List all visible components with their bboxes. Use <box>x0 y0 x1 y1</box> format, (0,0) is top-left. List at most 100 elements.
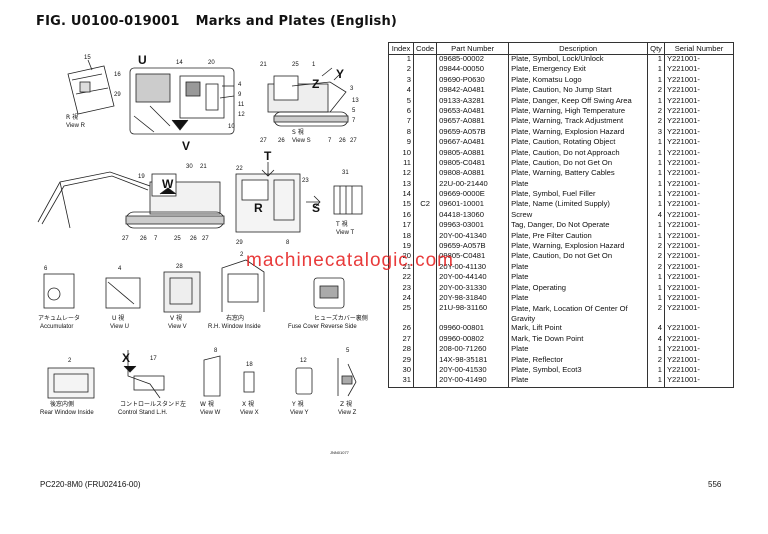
cell-index-text: 2 <box>406 64 411 74</box>
view-s-drawing: Z Y 21 25 1 3 13 5 7 27 26 7 26 27 S 視 V… <box>260 62 359 144</box>
rh-window-jp-label: 右窓内 <box>226 314 244 322</box>
cell-index: 10 <box>388 148 414 159</box>
cell-part-number: 09685-00002 <box>436 54 509 66</box>
col-part-number-header: Part Number <box>436 42 510 55</box>
cell-qty: 1 <box>647 179 665 191</box>
cell-part-number-text: 09844-00050 <box>439 64 484 74</box>
view-w-jp-label: W 視 <box>200 400 214 408</box>
cell-description-text: Plate, Symbol, Lock/Unlock <box>511 54 604 63</box>
cell-index-text: 27 <box>402 333 411 343</box>
cell-qty-text: 1 <box>657 282 662 292</box>
cell-part-number: 09653-A0481 <box>436 107 509 118</box>
cell-code <box>412 304 437 325</box>
cell-serial-number: Y221001- <box>663 323 734 335</box>
rear-view-drawing: T R S 22 23 29 8 31 T 視 View T <box>235 149 363 246</box>
control-stand-label: Control Stand L.H. <box>118 410 168 416</box>
cell-code <box>412 324 437 335</box>
figure-number: FIG. U0100-019001 <box>36 14 180 29</box>
cell-code <box>412 210 437 222</box>
cell-serial-number: Y221001- <box>663 273 734 284</box>
cell-qty: 2 <box>647 252 665 263</box>
cell-serial-number: Y221001- <box>663 96 734 107</box>
cell-qty: 2 <box>647 107 665 118</box>
cell-code <box>412 54 437 66</box>
cell-description: Plate, Emergency Exit <box>508 65 648 76</box>
cell-qty: 1 <box>647 345 665 356</box>
cell-index-text: 16 <box>402 209 411 219</box>
view-t-label: View T <box>336 230 354 236</box>
cell-qty: 1 <box>647 221 665 232</box>
cell-index-text: 28 <box>402 344 411 354</box>
cell-qty: 2 <box>647 242 665 253</box>
cell-qty-text: 4 <box>657 333 662 343</box>
callout-6: 6 <box>44 266 48 272</box>
cell-qty: 1 <box>647 190 665 201</box>
cell-index: 20 <box>388 252 414 263</box>
cell-code <box>412 242 437 253</box>
callout-2-b: 2 <box>68 358 72 364</box>
cell-description: Plate, Warning, Battery Cables <box>508 169 648 180</box>
cell-part-number-text: 09690-P0630 <box>439 74 485 84</box>
cell-code <box>412 96 437 107</box>
cell-serial-number: Y221001- <box>663 54 734 66</box>
cell-code <box>412 365 437 377</box>
cell-part-number: 09690-P0630 <box>436 74 509 87</box>
cell-qty: 2 <box>647 117 665 128</box>
cell-serial-number-text: Y221001- <box>666 85 700 95</box>
cell-serial-number-text: Y221001- <box>666 147 700 157</box>
cell-index-text: 1 <box>406 54 411 63</box>
cell-part-number-text: 04418-13060 <box>439 209 484 219</box>
cell-description: Plate, Caution, Do not Get On <box>508 159 648 170</box>
cell-part-number: 09805-C0481 <box>436 252 509 263</box>
cell-serial-number-text: Y221001- <box>666 323 700 333</box>
cell-index-text: 31 <box>402 375 411 385</box>
callout-22: 22 <box>236 166 243 172</box>
cell-serial-number-text: Y221001- <box>666 261 700 271</box>
cell-index: 2 <box>388 64 414 76</box>
cell-description: Plate, Warning, Track Adjustment <box>508 117 648 128</box>
cell-index-text: 30 <box>402 364 411 374</box>
cell-description-text: Plate, Reflector <box>511 354 564 364</box>
cell-part-number-text: 09601-10001 <box>439 199 484 209</box>
cell-index: 15 <box>388 200 414 211</box>
view-z-jp-label: Z 視 <box>340 400 352 408</box>
callout-18: 18 <box>246 362 253 368</box>
cell-code <box>412 65 437 76</box>
cell-index: 29 <box>388 355 414 366</box>
cell-serial-number-text: Y221001- <box>666 375 700 385</box>
cell-qty-text: 2 <box>657 303 662 313</box>
cell-index: 11 <box>388 159 414 170</box>
cell-part-number-text: 20Y-00-44140 <box>439 272 487 282</box>
cell-description-text: Plate, Caution, Do not Approach <box>511 147 620 157</box>
cell-part-number-text: 22U-00-21440 <box>439 178 488 188</box>
cell-serial-number-text: Y221001- <box>666 168 700 178</box>
cell-index: 14 <box>388 189 414 201</box>
cell-serial-number: Y221001- <box>663 355 734 366</box>
fuse-cover-label: Fuse Cover Reverse Side <box>288 324 357 330</box>
cell-serial-number: Y221001- <box>663 107 734 118</box>
cell-index-text: 14 <box>402 189 411 199</box>
cell-part-number: 09133-A3281 <box>436 96 509 107</box>
cell-part-number: 09844-00050 <box>436 64 509 76</box>
cell-description-text: Plate <box>511 344 529 354</box>
cell-qty-text: 2 <box>657 261 662 271</box>
cell-serial-number: Y221001- <box>663 294 734 305</box>
detail-row-3: 2 後窓内側 Rear Window Inside X 17 コントロールスタン… <box>40 348 357 416</box>
cell-index: 16 <box>388 209 414 222</box>
cell-qty: 1 <box>647 148 665 159</box>
cell-part-number: 09960-00802 <box>436 334 509 346</box>
cell-index: 30 <box>388 364 414 377</box>
letter-t: T <box>264 149 272 163</box>
cell-description: Plate, Pre Filter Caution <box>508 231 648 243</box>
cell-description-text: Plate <box>511 261 529 271</box>
